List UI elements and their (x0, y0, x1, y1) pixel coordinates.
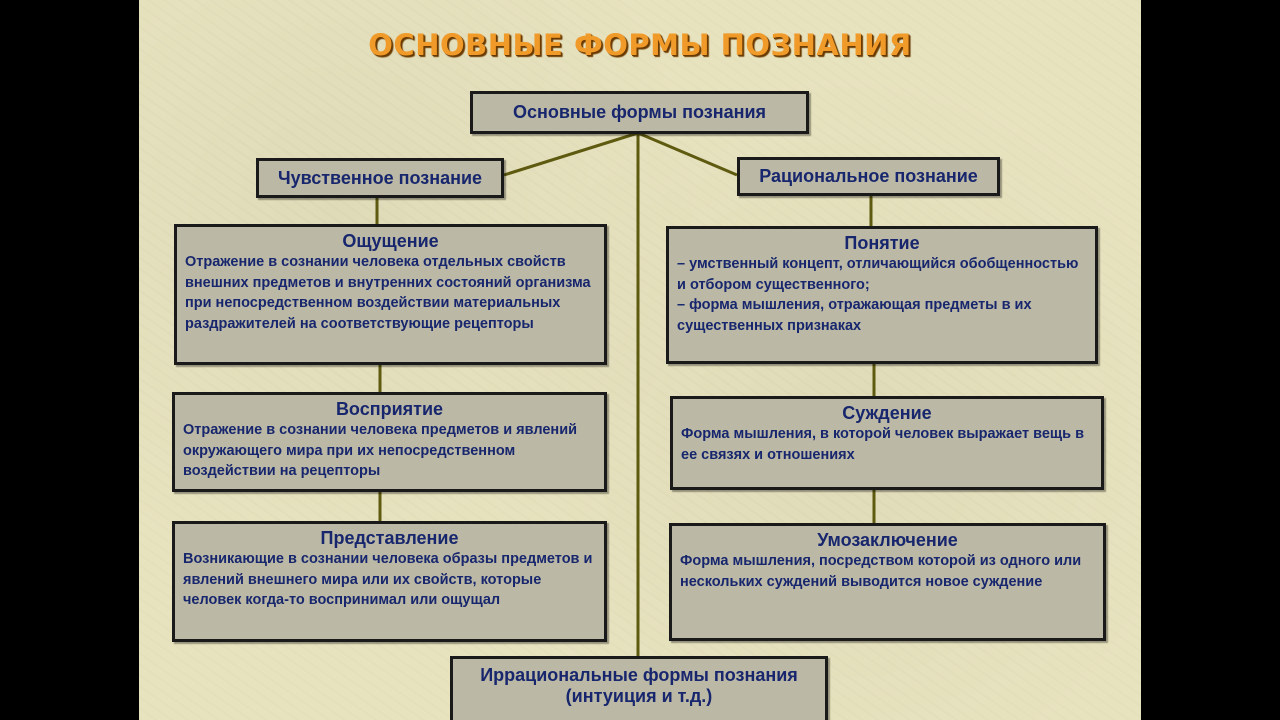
judgment-title: Суждение (842, 403, 932, 423)
representation-desc: Возникающие в сознании человека образы п… (183, 551, 593, 608)
concept-point-2: – форма мышления, отражающая предметы в … (677, 297, 1032, 334)
representation-title: Представление (320, 528, 459, 548)
perception-box: Восприятие Отражение в сознании человека… (172, 392, 607, 492)
slide: ОСНОВНЫЕ ФОРМЫ ПОЗНАНИЯ Основные формы п… (139, 0, 1141, 720)
concept-point-1: – умственный концепт, отличающийся обобщ… (677, 256, 1079, 293)
sensory-header-label: Чувственное познание (277, 167, 483, 188)
judgment-desc: Форма мышления, в которой человек выража… (681, 426, 1084, 463)
perception-desc: Отражение в сознании человека предметов … (183, 422, 578, 479)
perception-title: Восприятие (335, 399, 444, 419)
concept-points: – умственный концепт, отличающийся обобщ… (669, 254, 1095, 336)
irrational-line2: (интуиция и т.д.) (565, 686, 713, 706)
sensory-header-box: Чувственное познание (256, 158, 504, 198)
connector-root-rational (637, 131, 738, 177)
inference-desc: Форма мышления, посредством которой из о… (680, 553, 1082, 590)
connector-root-sensory (503, 131, 639, 177)
root-label: Основные формы познания (512, 102, 767, 122)
concept-box: Понятие – умственный концепт, отличающий… (666, 226, 1098, 364)
irrational-line1: Иррациональные формы познания (480, 665, 798, 685)
inference-box: Умозаключение Форма мышления, посредство… (669, 523, 1106, 641)
concept-title: Понятие (844, 233, 920, 253)
judgment-box: Суждение Форма мышления, в которой челов… (670, 396, 1104, 490)
feeling-box: Ощущение Отражение в сознании человека о… (174, 224, 607, 365)
inference-title: Умозаключение (817, 530, 958, 550)
irrational-box: Иррациональные формы познания (интуиция … (450, 656, 828, 720)
rational-header-label: Рациональное познание (759, 166, 978, 186)
slide-title: ОСНОВНЫЕ ФОРМЫ ПОЗНАНИЯ (368, 28, 912, 62)
root-box: Основные формы познания (470, 91, 809, 134)
representation-box: Представление Возникающие в сознании чел… (172, 521, 607, 642)
rational-header-box: Рациональное познание (737, 157, 1000, 196)
feeling-desc: Отражение в сознании человека отдельных … (185, 254, 591, 332)
feeling-title: Ощущение (342, 231, 439, 251)
connector-lines (375, 131, 876, 660)
